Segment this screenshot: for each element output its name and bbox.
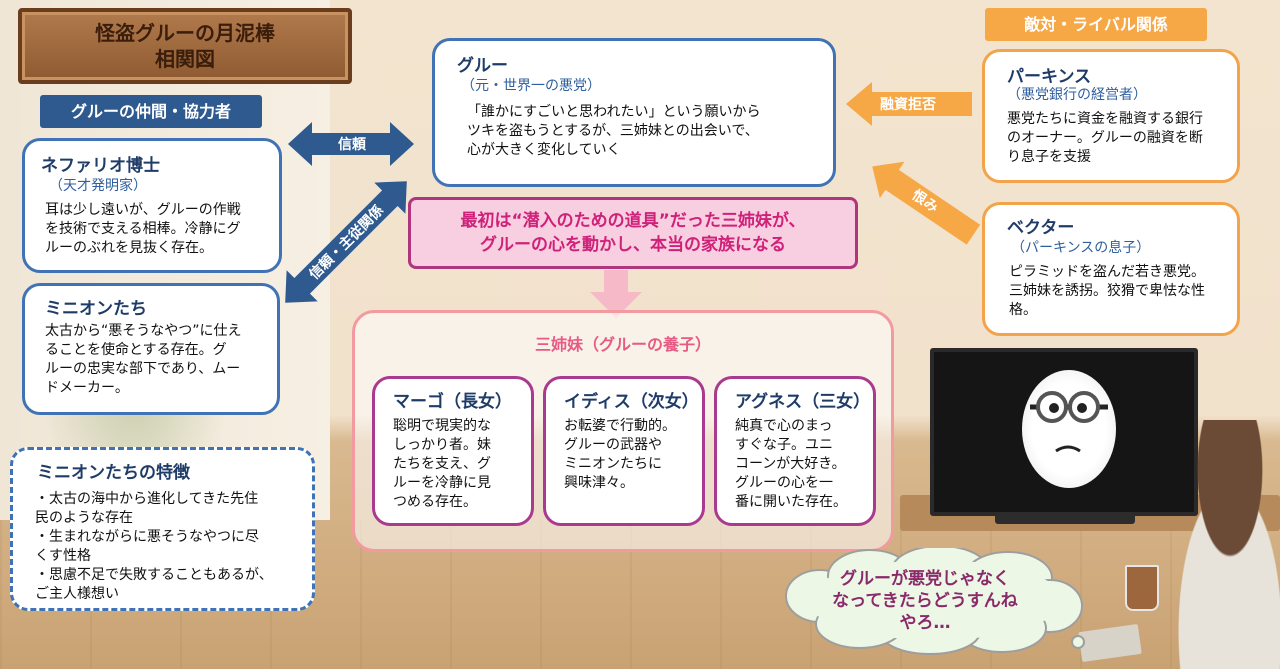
vector-name: ベクター <box>1007 218 1075 238</box>
gru-name: グルー <box>457 56 508 76</box>
trait-line: 民のような存在 <box>35 510 133 526</box>
loan-refusal-label: 融資拒否 <box>880 96 936 113</box>
margo-description: 聡明で現実的なしっかり者。妹たちを支え、グルーを冷静に見つめる存在。 <box>393 418 491 510</box>
message-banner: 最初は“潜入のための道具”だった三姉妹が、 グルーの心を動かし、本当の家族になる <box>408 197 858 269</box>
minions-name: ミニオンたち <box>45 299 147 319</box>
trust-master-arrow <box>285 181 407 303</box>
margo-name: マーゴ（長女） <box>393 392 512 412</box>
minions-card: ミニオンたち 太古から“悪そうなやつ”に仕えることを使命とする存在。グルーの忠実… <box>22 283 280 415</box>
page-title: 怪盗グルーの月泥棒 相関図 <box>95 21 275 71</box>
vector-description: ピラミッドを盗んだ若き悪党。三姉妹を誘拐。狡猾で卑怯な性格。 <box>1009 264 1205 318</box>
trust-master-label: 信頼・主従関係 <box>306 202 387 283</box>
minion-face-icon <box>1030 391 1108 453</box>
down-arrow <box>590 270 642 318</box>
perkins-subtitle: （悪党銀行の経営者） <box>1007 87 1147 103</box>
perkins-card: パーキンス （悪党銀行の経営者） 悪党たちに資金を融資する銀行のオーナー。グルー… <box>982 49 1240 183</box>
gru-description: 「誰かにすごいと思われたい」という願いからツキを盗もうとするが、三姉妹との出会い… <box>467 104 761 158</box>
margo-card: マーゴ（長女） 聡明で現実的なしっかり者。妹たちを支え、グルーを冷静に見つめる存… <box>372 376 534 526</box>
agnes-name: アグネス（三女） <box>735 392 871 412</box>
rivals-label: 敵対・ライバル関係 <box>985 8 1207 41</box>
loan-refusal-arrow <box>846 82 972 126</box>
minions-description: 太古から“悪そうなやつ”に仕えることを使命とする存在。グルーの忠実な部下であり、… <box>45 323 242 396</box>
minion-traits-card: ミニオンたちの特徴 ・太古の海中から進化してきた先住 民のような存在 ・生まれな… <box>10 447 315 611</box>
allies-label: グルーの仲間・協力者 <box>40 95 262 128</box>
minion-traits-title: ミニオンたちの特徴 <box>37 463 190 483</box>
nefario-name: ネファリオ博士 <box>41 156 160 176</box>
background-person <box>1155 420 1280 669</box>
vector-subtitle: （パーキンスの息子） <box>1011 240 1151 256</box>
thought-text: グルーが悪党じゃなく なってきたらどうすんね やろ… <box>832 569 1018 633</box>
trait-line: ・思慮不足で失敗することもあるが、 <box>35 567 273 583</box>
minion-traits-list: ・太古の海中から進化してきた先住 民のような存在 ・生まれながらに悪そうなやつに… <box>35 490 310 604</box>
perkins-name: パーキンス <box>1007 67 1092 87</box>
nefario-description: 耳は少し遠いが、グルーの作戦を技術で支える相棒。冷静にグルーのぶれを見抜く存在。 <box>45 202 241 256</box>
agnes-description: 純真で心のまっすぐな子。ユニコーンが大好き。グルーの心を一番に開いた存在。 <box>735 418 847 510</box>
title-board: 怪盗グルーの月泥棒 相関図 <box>18 8 352 84</box>
gru-card: グルー （元・世界一の悪党） 「誰かにすごいと思われたい」という願いからツキを盗… <box>432 38 836 187</box>
trait-line: ・生まれながらに悪そうなやつに尽 <box>35 529 259 545</box>
trait-line: ・太古の海中から進化してきた先住 <box>35 491 259 507</box>
trait-line: ご主人様想い <box>35 586 119 602</box>
background-iced-drink <box>1125 565 1159 611</box>
nefario-card: ネファリオ博士 （天才発明家） 耳は少し遠いが、グルーの作戦を技術で支える相棒。… <box>22 138 282 273</box>
gru-subtitle: （元・世界一の悪党） <box>461 78 601 94</box>
trait-line: くす性格 <box>35 548 91 564</box>
sisters-title: 三姉妹（グルーの養子） <box>534 335 711 354</box>
nefario-subtitle: （天才発明家） <box>49 178 147 194</box>
edith-name: イディス（次女） <box>564 392 699 412</box>
trust-arrow <box>288 122 414 166</box>
perkins-description: 悪党たちに資金を融資する銀行のオーナー。グルーの融資を断り息子を支援 <box>1007 111 1203 165</box>
trust-label: 信頼 <box>338 136 367 153</box>
tv-stand <box>995 512 1135 524</box>
vector-card: ベクター （パーキンスの息子） ピラミッドを盗んだ若き悪党。三姉妹を誘拐。狡猾で… <box>982 202 1240 336</box>
edith-description: お転婆で行動的。グルーの武器やミニオンたちに興味津々。 <box>564 418 676 491</box>
agnes-card: アグネス（三女） 純真で心のまっすぐな子。ユニコーンが大好き。グルーの心を一番に… <box>714 376 876 526</box>
tv-minion-image <box>1022 370 1116 488</box>
thought-bubble <box>785 548 1085 655</box>
edith-card: イディス（次女） お転婆で行動的。グルーの武器やミニオンたちに興味津々。 <box>543 376 705 526</box>
grudge-arrow <box>872 161 981 245</box>
